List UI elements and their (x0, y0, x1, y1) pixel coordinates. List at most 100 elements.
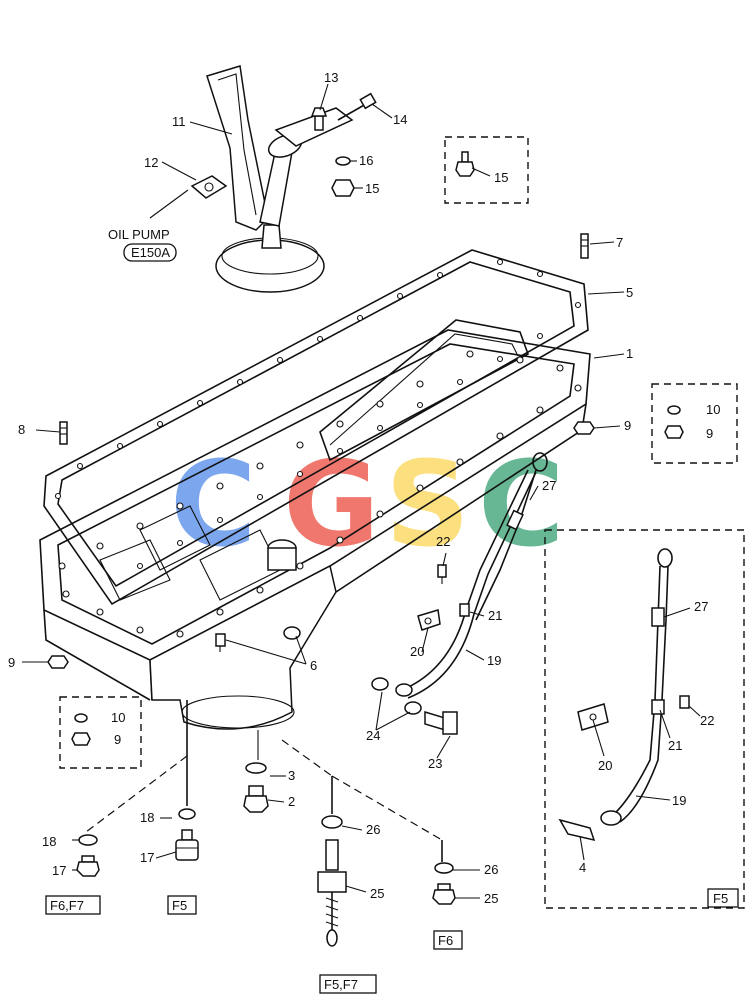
callout-10-right-box: 10 (706, 402, 720, 417)
washer-10-right (667, 405, 681, 415)
variant-label-f5f7: F5,F7 (324, 977, 358, 992)
watermark-letter-g: G (283, 435, 380, 573)
callout-22-f5box: 22 (700, 713, 714, 728)
oil-pan-gasket (43, 249, 589, 606)
nut-9-left (47, 655, 69, 669)
callout-7: 7 (616, 235, 623, 250)
callout-24: 24 (366, 728, 380, 743)
plug-17-f6f7 (76, 855, 100, 877)
callout-19: 19 (487, 653, 501, 668)
bracket-21 (459, 603, 470, 617)
callout-9-left-box: 9 (114, 732, 121, 747)
washer-18-f5 (178, 808, 196, 820)
nut-15 (331, 179, 355, 197)
callout-21: 21 (488, 608, 502, 623)
bolt-13 (310, 107, 328, 131)
callout-15-box: 15 (494, 170, 508, 185)
dipstick-27 (475, 452, 548, 621)
variant-label-f5-sensor: F5 (172, 898, 187, 913)
variant-badge-f5-box (707, 888, 739, 908)
callout-3: 3 (288, 768, 295, 783)
washer-26-f5f7 (321, 815, 343, 829)
seal-washer-24c (404, 701, 422, 715)
variant-badge-f6f7 (45, 895, 101, 915)
variant-label-f6: F6 (438, 933, 453, 948)
callout-17-f5: 17 (140, 850, 154, 865)
washer-18-f6f7 (78, 834, 98, 846)
callout-25-f6: 25 (484, 891, 498, 906)
washer-nut-variant-box-right (651, 383, 738, 464)
seal-washer-24b (371, 677, 389, 691)
nut-9-variant-left (71, 732, 91, 746)
pan-flange-bolt-holes (58, 350, 582, 638)
drain-plug-2 (243, 785, 269, 813)
variant-badge-f5-sensor (167, 895, 197, 915)
stud-8 (59, 421, 68, 445)
heater-leader-a (281, 739, 333, 777)
callout-9-left: 9 (8, 655, 15, 670)
callout-17-f6f7: 17 (52, 863, 66, 878)
variant-label-f6f7: F6,F7 (50, 898, 84, 913)
stud-variant-box (444, 136, 529, 204)
callout-19-f5box: 19 (672, 793, 686, 808)
oil-strainer-assembly (206, 65, 354, 293)
bolt-14 (337, 92, 377, 121)
callout-6: 6 (310, 658, 317, 673)
callout-18-f5: 18 (140, 810, 154, 825)
heater-25-f5f7 (317, 839, 347, 947)
watermark: C G S C (170, 435, 565, 573)
stud-7 (580, 233, 589, 259)
gasket-bolt-holes (54, 258, 582, 570)
washer-nut-variant-box-left (59, 696, 142, 769)
callout-18-f6f7: 18 (42, 834, 56, 849)
variant-badge-f6 (433, 930, 463, 950)
plug-25-f6 (432, 883, 456, 905)
watermark-letter-c1: C (170, 435, 257, 573)
nut-9-variant-right (664, 425, 684, 439)
callout-26-f6: 26 (484, 862, 498, 877)
f6-leader-a (331, 775, 443, 841)
nut-9-right (573, 421, 595, 435)
variant-label-f5-box: F5 (713, 891, 728, 906)
washer-10-left (74, 713, 88, 723)
callout-5: 5 (626, 285, 633, 300)
callout-9-right: 9 (624, 418, 631, 433)
callout-22: 22 (436, 534, 450, 549)
f5-dipstick-assembly (558, 548, 690, 842)
washer-16 (335, 156, 351, 166)
callout-20-f5box: 20 (598, 758, 612, 773)
callout-27-f5box: 27 (694, 599, 708, 614)
washer-26-f6 (434, 862, 454, 874)
seal-washer-24a (283, 626, 301, 640)
clamp-20 (417, 609, 441, 631)
callout-25-f5f7: 25 (370, 886, 384, 901)
oil-pump-leader (149, 189, 189, 219)
oil-pump-ref-text: OIL PUMP (108, 227, 170, 242)
callout-8: 8 (18, 422, 25, 437)
callout-4: 4 (579, 860, 586, 875)
callout-1: 1 (626, 346, 633, 361)
callout-leaders (22, 83, 701, 899)
pump-gasket (190, 175, 228, 199)
callout-numbers: 1 2 3 4 5 6 7 8 9 9 9 9 10 10 11 12 13 1… (8, 70, 720, 906)
f5-variant-box (544, 529, 745, 909)
callout-14: 14 (393, 112, 407, 127)
leader-12 (161, 161, 197, 181)
callout-26-f5f7: 26 (366, 822, 380, 837)
callout-15: 15 (365, 181, 379, 196)
callout-21-f5box: 21 (668, 738, 682, 753)
callout-27: 27 (542, 478, 556, 493)
callout-16: 16 (359, 153, 373, 168)
oil-pressure-sensor-17 (175, 829, 199, 861)
callout-11: 11 (172, 114, 186, 129)
f6f7-leader (85, 755, 188, 833)
union-bolt-23 (424, 710, 458, 735)
variant-badge-f5f7 (319, 974, 377, 994)
nut-15-variant (455, 151, 475, 177)
callout-23: 23 (428, 756, 442, 771)
callout-9-right-box: 9 (706, 426, 713, 441)
bolt-22 (437, 564, 447, 584)
oil-pump-ref-code: E150A (131, 245, 170, 260)
oil-pump-ref-badge (123, 243, 177, 262)
